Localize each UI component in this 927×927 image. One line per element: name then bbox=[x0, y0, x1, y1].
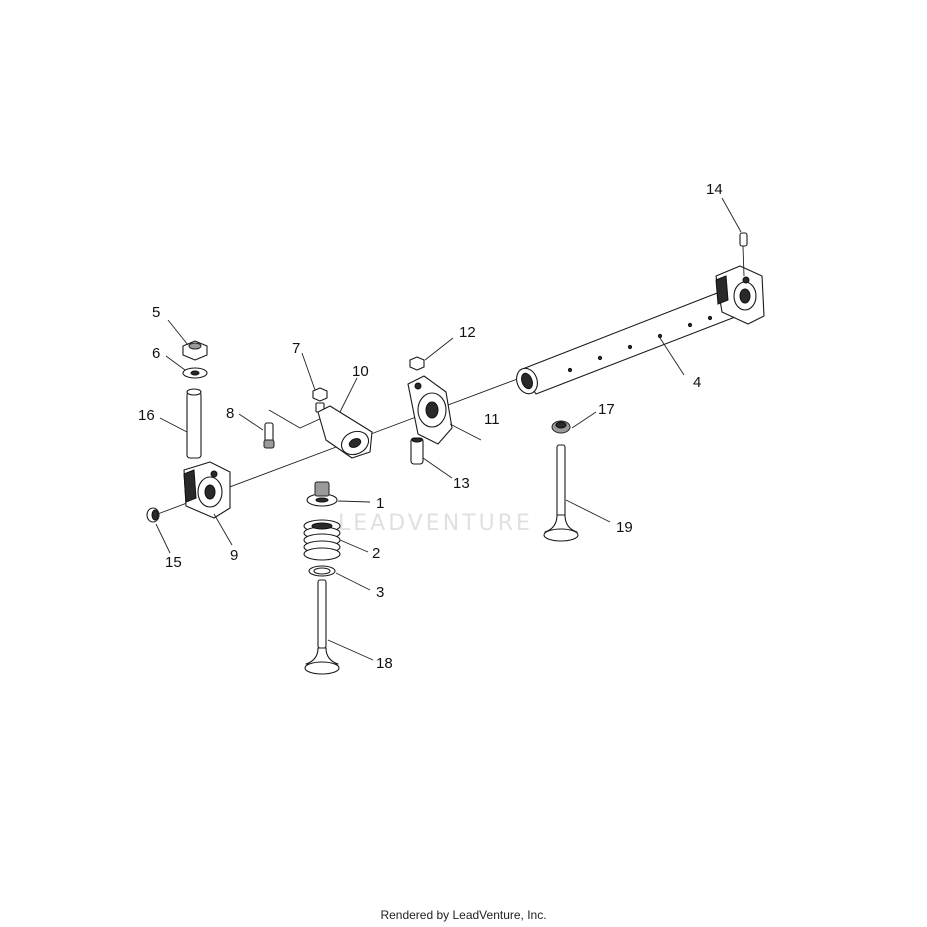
part-8-adjuster-screw bbox=[263, 409, 323, 449]
part-7-nut bbox=[312, 387, 328, 413]
part-5-nut bbox=[182, 340, 208, 361]
callout-5: 5 bbox=[152, 304, 160, 321]
right-shaft-support bbox=[715, 265, 765, 325]
callout-4: 4 bbox=[693, 374, 701, 391]
callout-labels: 1 2 3 4 5 6 7 8 9 10 11 12 13 14 15 16 1… bbox=[138, 181, 723, 672]
callout-2: 2 bbox=[372, 545, 380, 562]
callout-18: 18 bbox=[376, 655, 393, 672]
leader-lines bbox=[155, 197, 742, 661]
callout-11: 11 bbox=[484, 411, 500, 428]
part-17-valve-seal bbox=[551, 420, 571, 434]
footer-credit: Rendered by LeadVenture, Inc. bbox=[380, 908, 547, 922]
callout-15: 15 bbox=[165, 554, 182, 571]
part-10-rocker-arm bbox=[317, 405, 373, 459]
callout-19: 19 bbox=[616, 519, 633, 536]
watermark: LEADVENTURE bbox=[338, 511, 533, 536]
callout-1: 1 bbox=[376, 495, 384, 512]
callout-6: 6 bbox=[152, 345, 160, 362]
part-12-nut bbox=[409, 356, 425, 371]
callout-3: 3 bbox=[376, 584, 384, 601]
part-9-shaft-support bbox=[183, 461, 231, 519]
callout-13: 13 bbox=[453, 475, 470, 492]
part-1-retainer bbox=[306, 481, 338, 507]
callout-14: 14 bbox=[706, 181, 723, 198]
callout-16: 16 bbox=[138, 407, 155, 424]
part-16-stud bbox=[186, 388, 202, 459]
part-18-valve bbox=[304, 579, 340, 675]
part-3-spring-seat bbox=[308, 565, 336, 577]
part-2-valve-spring bbox=[303, 519, 341, 561]
callout-10: 10 bbox=[352, 363, 369, 380]
part-14-pin bbox=[739, 232, 748, 277]
callout-9: 9 bbox=[230, 547, 238, 564]
part-6-washer bbox=[182, 367, 208, 379]
callout-17: 17 bbox=[598, 401, 615, 418]
callout-8: 8 bbox=[226, 405, 234, 422]
part-15-plug bbox=[146, 507, 160, 523]
callout-7: 7 bbox=[292, 340, 300, 357]
rocker-shaft bbox=[516, 287, 749, 395]
callout-12: 12 bbox=[459, 324, 476, 341]
part-19-valve bbox=[543, 444, 579, 542]
watermark-text: LEADVENTURE bbox=[338, 511, 533, 536]
part-11-rocker-arm bbox=[407, 375, 453, 445]
part-13-adjuster bbox=[410, 437, 424, 465]
